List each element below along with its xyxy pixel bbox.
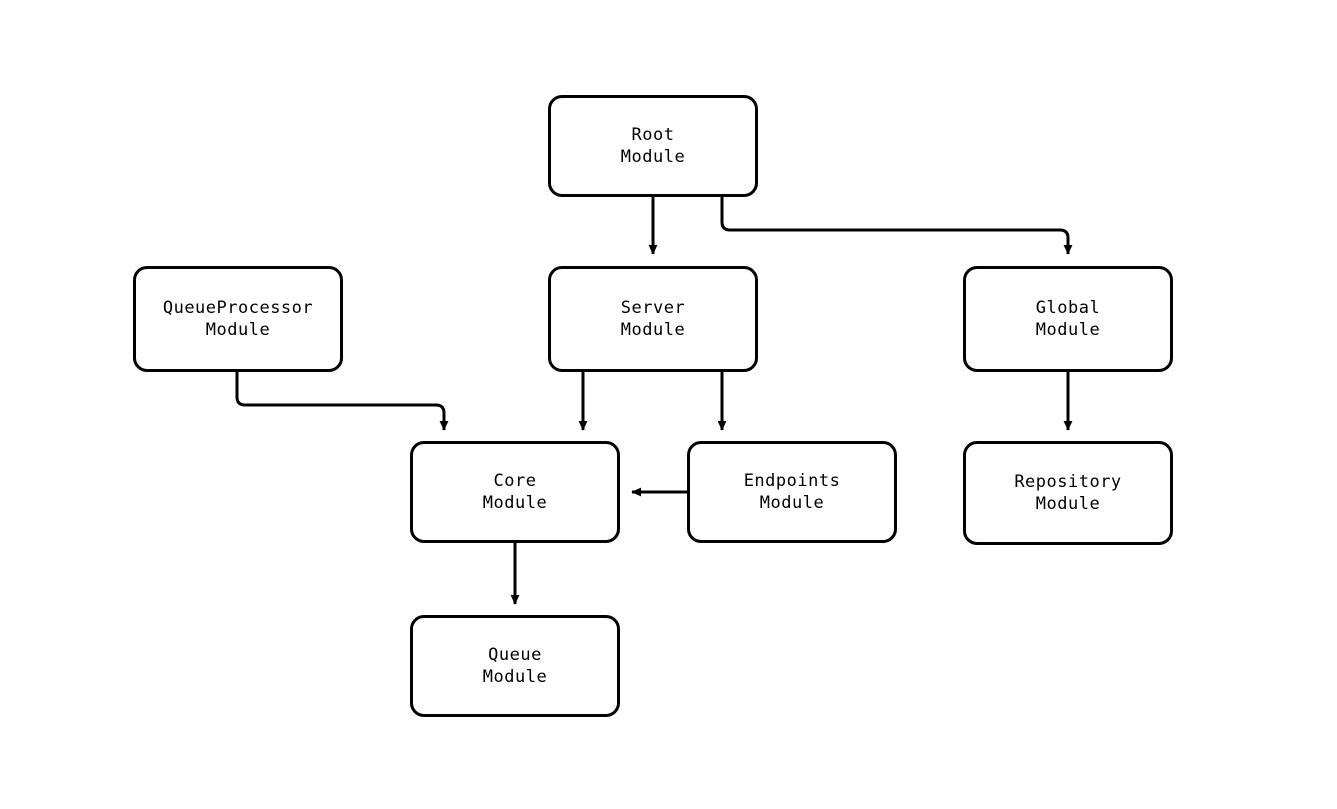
node-label-name: Server bbox=[620, 298, 686, 318]
node-label-name: Global bbox=[1035, 298, 1101, 318]
node-label-suffix: Module bbox=[620, 320, 686, 340]
edge-queueprocessor-to-core bbox=[235, 372, 449, 431]
node-label-suffix: Module bbox=[759, 493, 825, 513]
node-label-name: Core bbox=[493, 471, 537, 491]
node-label-suffix: Module bbox=[482, 667, 548, 687]
node-label-name: Repository bbox=[1014, 472, 1122, 492]
node-label-suffix: Module bbox=[205, 320, 271, 340]
node-label-name: Endpoints bbox=[743, 471, 841, 491]
node-label-suffix: Module bbox=[620, 147, 686, 167]
node-label-suffix: Module bbox=[482, 493, 548, 513]
node-label-name: Queue bbox=[488, 645, 542, 665]
node-label-suffix: Module bbox=[1035, 320, 1101, 340]
node-label-name: Root bbox=[631, 125, 675, 145]
edge-root-to-global bbox=[720, 197, 1073, 255]
node-label-name: QueueProcessor bbox=[162, 298, 314, 318]
node-label-suffix: Module bbox=[1035, 494, 1101, 514]
